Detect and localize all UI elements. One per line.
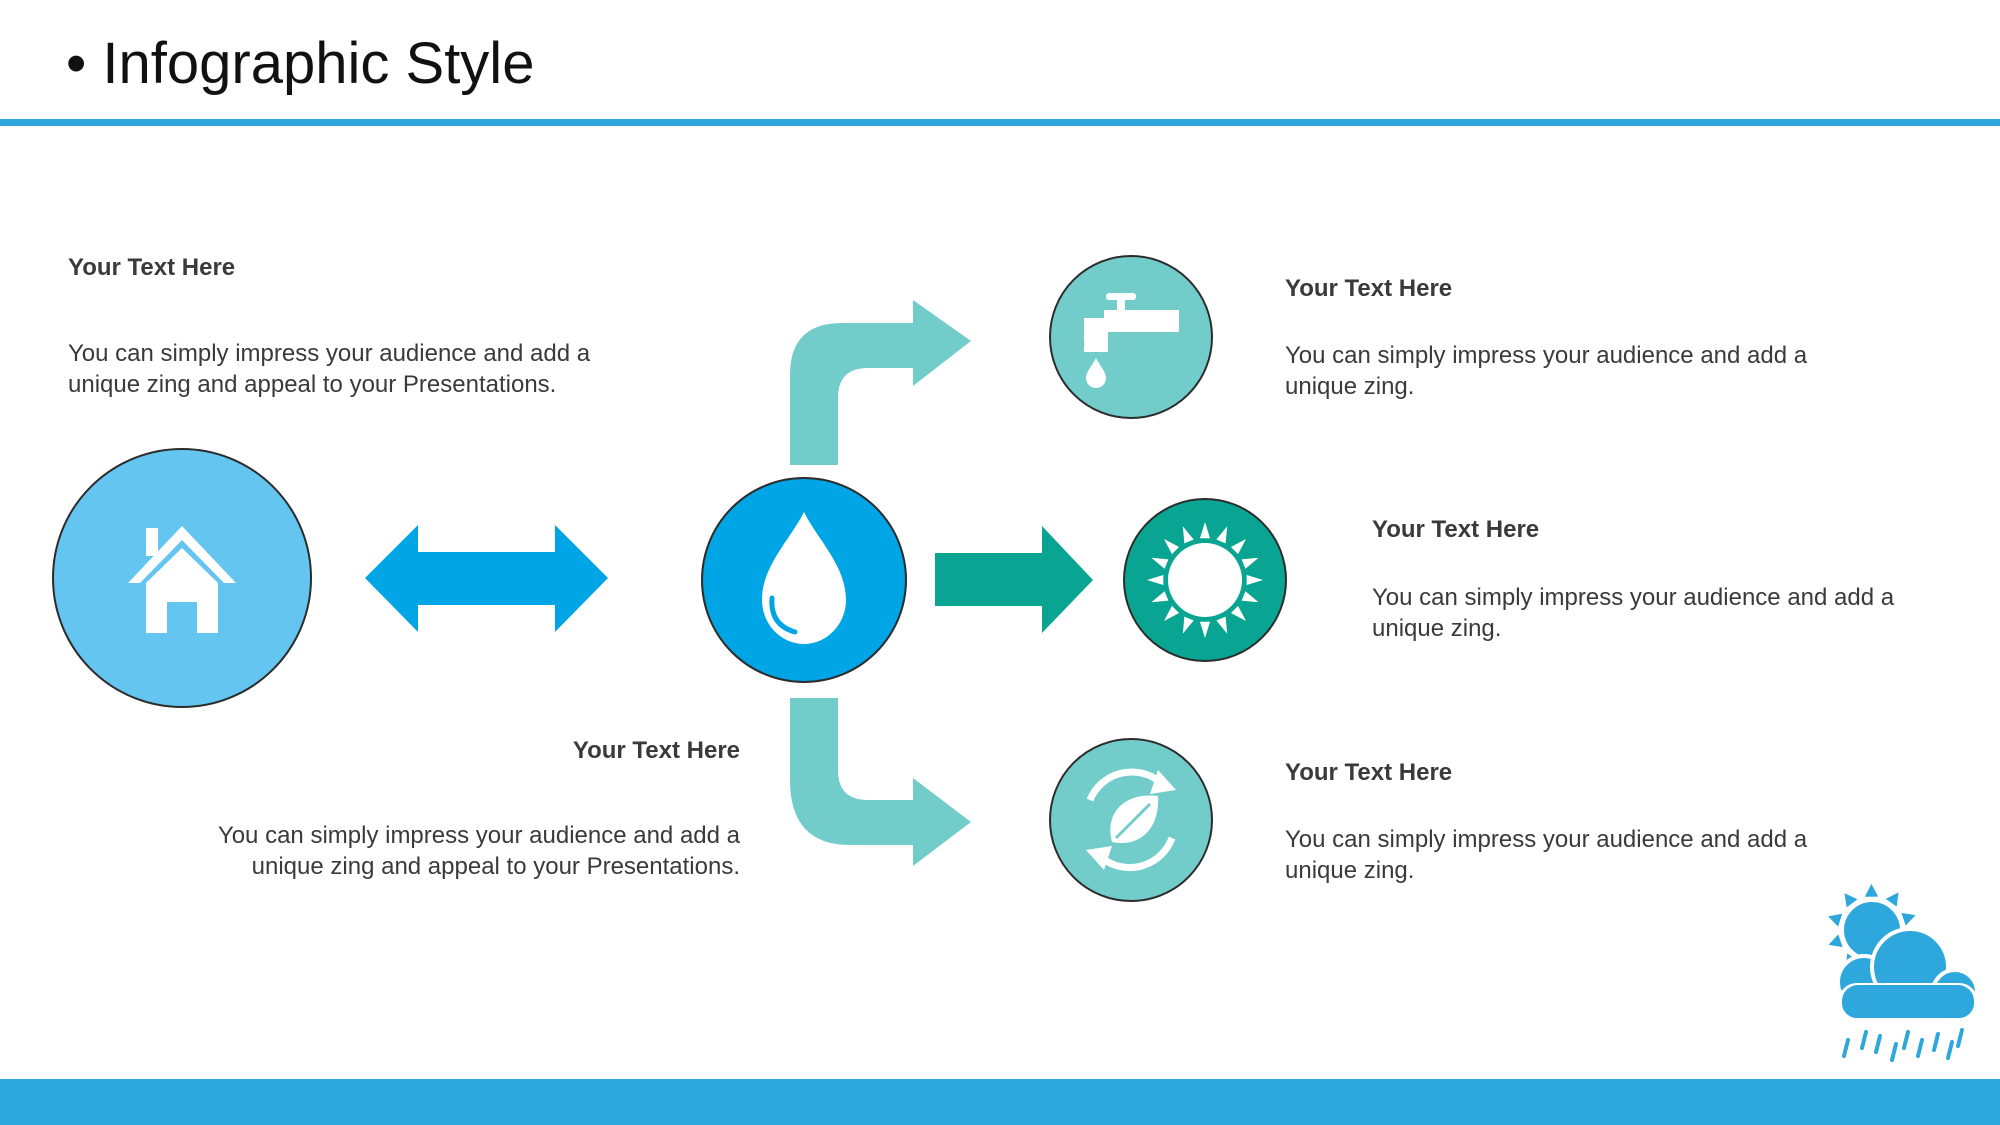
weather-sun-ray	[1828, 913, 1843, 927]
block-body: You can simply impress your audience and…	[1372, 584, 1895, 642]
block-heading: Your Text Here	[68, 254, 236, 281]
water-tap-icon	[1084, 293, 1179, 388]
tap-node	[1049, 255, 1213, 419]
block-heading: Your Text Here	[1285, 275, 1453, 302]
sun-ray	[1182, 616, 1194, 634]
weather-sun-ray	[1885, 892, 1899, 907]
text-block-top-right: Your Text Here You can simply impress yo…	[1285, 275, 1885, 402]
straight-arrow	[935, 526, 1093, 633]
sun-ray	[1199, 522, 1211, 539]
recycle-leaf-icon	[1086, 768, 1176, 872]
sun-ray	[1163, 605, 1180, 622]
sun-ray	[1182, 526, 1194, 544]
block-body: You can simply impress your audience and…	[217, 822, 740, 880]
weather-sun-ray	[1901, 912, 1916, 926]
sun-ray	[1199, 621, 1211, 638]
sun-ray	[1163, 538, 1180, 555]
slide-title: • Infographic Style	[66, 31, 535, 96]
footer-bar	[0, 1079, 2000, 1125]
weather-sun-ray	[1828, 934, 1843, 948]
bent-arrow-up	[790, 300, 971, 465]
recycle-node	[1049, 738, 1213, 902]
sun-ray	[1246, 574, 1263, 586]
sun-ray	[1151, 557, 1169, 569]
sun-ray	[1216, 526, 1228, 544]
sun-icon	[1147, 522, 1263, 638]
water-drop-icon	[762, 512, 846, 644]
home-icon	[128, 526, 236, 633]
water-node	[701, 477, 907, 683]
text-block-middle-right: Your Text Here You can simply impress yo…	[1372, 516, 1972, 644]
block-body: You can simply impress your audience and…	[1285, 342, 1808, 400]
sun-ray	[1147, 574, 1164, 586]
sun-ray	[1151, 591, 1169, 603]
title-underline	[0, 119, 2000, 126]
block-heading: Your Text Here	[1372, 516, 1540, 543]
text-block-bottom-right: Your Text Here You can simply impress yo…	[1285, 759, 1885, 886]
weather-sun-ray	[1844, 893, 1858, 908]
text-block-top-left: Your Text Here You can simply impress yo…	[68, 254, 668, 400]
sun-cloud-rain-icon	[1828, 884, 1979, 1062]
block-body: You can simply impress your audience and…	[1285, 826, 1808, 884]
block-body: You can simply impress your audience and…	[68, 340, 591, 398]
sun-ray	[1241, 591, 1259, 603]
text-block-bottom-left: You can simply impress your audience and…	[140, 820, 740, 882]
block-heading: Your Text Here	[1285, 759, 1453, 786]
block-heading: Your Text Here	[572, 737, 740, 764]
sun-ray	[1216, 616, 1228, 634]
sun-ray	[1230, 605, 1247, 622]
sun-ray	[1241, 557, 1259, 569]
weather-sun-ray	[1864, 884, 1879, 897]
sun-node	[1123, 498, 1287, 662]
bent-arrow-down	[790, 698, 971, 866]
double-arrow	[365, 525, 608, 632]
sun-ray	[1230, 538, 1247, 555]
home-node	[52, 448, 312, 708]
text-block-bottom-left-heading: Your Text Here	[440, 737, 740, 765]
